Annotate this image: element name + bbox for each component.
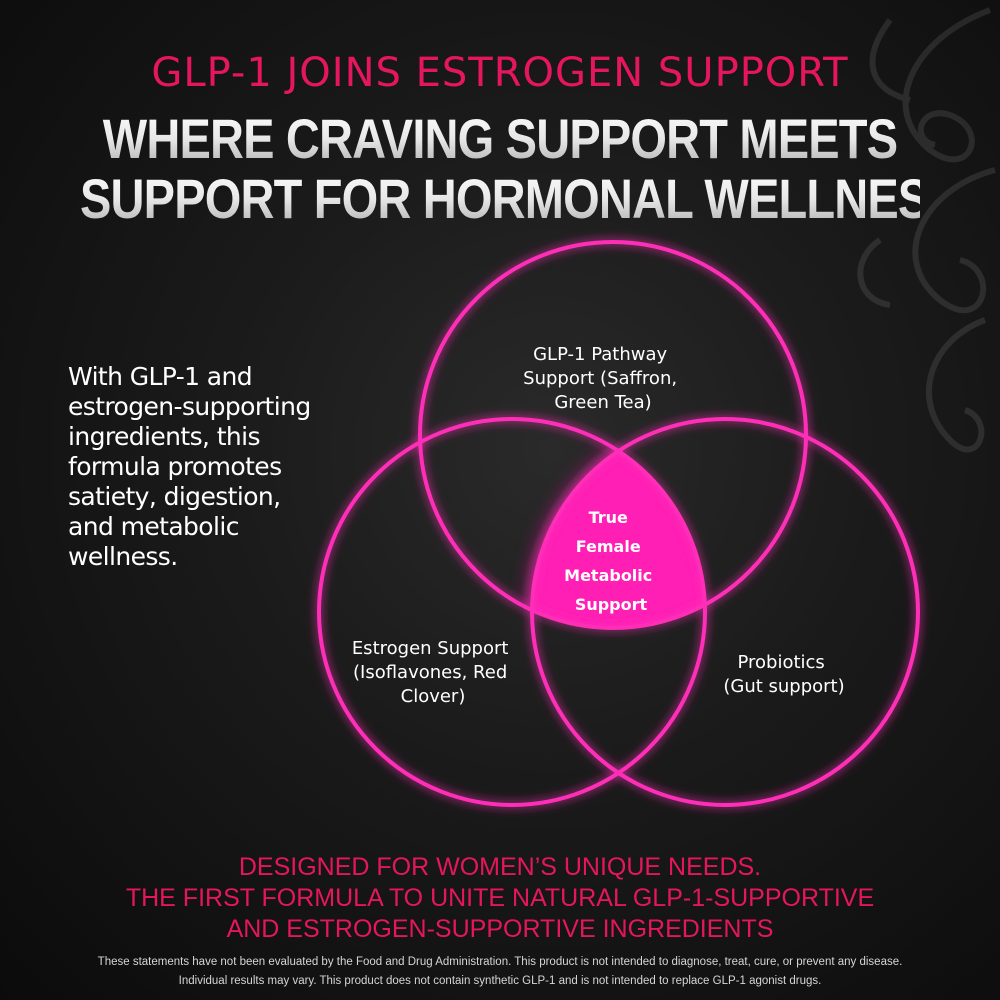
intro-text: With GLP-1 and estrogen-supporting ingre… bbox=[68, 362, 368, 572]
top-circle-label: GLP-1 Pathway Support (Saffron, Green Te… bbox=[523, 344, 683, 413]
intro-line: formula promotes bbox=[68, 452, 282, 481]
disclaimer-line: These statements have not been evaluated… bbox=[97, 956, 903, 968]
tagline-line: AND ESTROGEN-SUPPORTIVE INGREDIENTS bbox=[226, 915, 774, 943]
flourish-ornament-icon bbox=[857, 7, 996, 453]
tagline: DESIGNED FOR WOMEN’S UNIQUE NEEDS. THE F… bbox=[0, 852, 1000, 945]
intro-line: satiety, digestion, bbox=[68, 482, 281, 511]
intro-line: wellness. bbox=[68, 542, 178, 571]
intro-line: ingredients, this bbox=[68, 422, 261, 451]
circle-left bbox=[317, 417, 707, 807]
tagline-line: THE FIRST FORMULA TO UNITE NATURAL GLP-1… bbox=[125, 884, 875, 912]
intro-line: and metabolic bbox=[68, 512, 239, 541]
center-label: True Female Metabolic Support bbox=[564, 508, 658, 614]
headline-line-2: SUPPORT FOR HORMONAL WELLNESS bbox=[80, 167, 960, 230]
right-circle-label: Probiotics (Gut support) bbox=[723, 652, 844, 697]
headline-line-1: WHERE CRAVING SUPPORT MEETS bbox=[80, 106, 920, 171]
left-circle-label: Estrogen Support (Isoflavones, Red Clove… bbox=[352, 638, 514, 707]
fda-disclaimer: These statements have not been evaluated… bbox=[0, 953, 1000, 991]
circle-right bbox=[530, 417, 920, 807]
center-intersection bbox=[532, 419, 705, 628]
disclaimer-line: Individual results may vary. This produc… bbox=[178, 975, 822, 987]
kicker-heading: GLP-1 JOINS ESTROGEN SUPPORT bbox=[151, 50, 849, 96]
intro-line: With GLP-1 and bbox=[68, 362, 253, 391]
intro-line: estrogen-supporting bbox=[68, 392, 311, 421]
tagline-line: DESIGNED FOR WOMEN’S UNIQUE NEEDS. bbox=[238, 853, 762, 881]
